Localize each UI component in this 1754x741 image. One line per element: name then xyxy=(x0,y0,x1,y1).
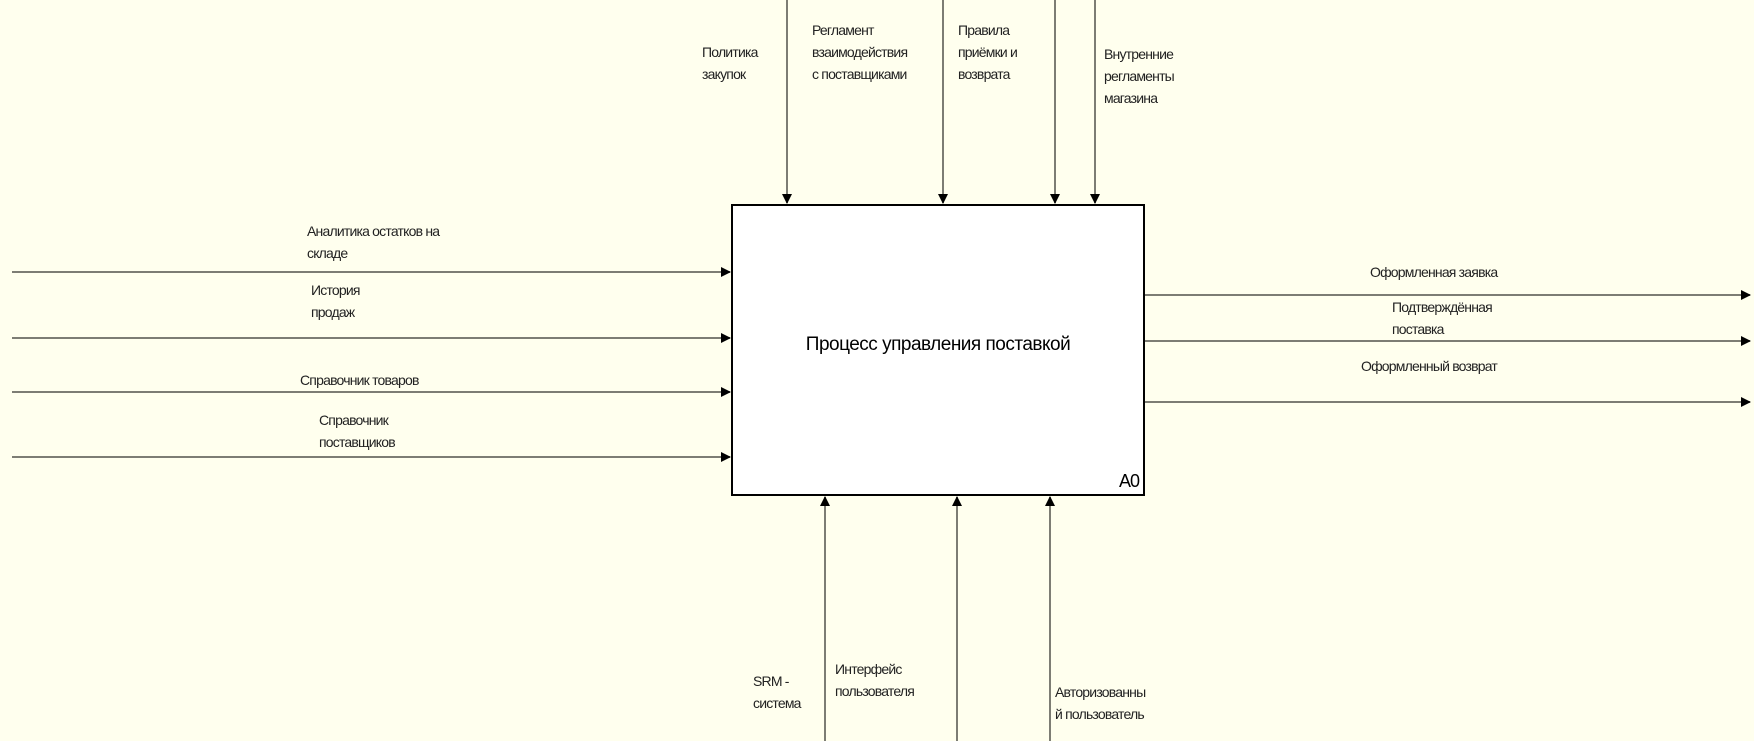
control-label-4: Внутренние регламенты магазина xyxy=(1104,46,1175,106)
output-label-3: Оформленный возврат xyxy=(1361,358,1498,374)
mechanism-label-1: SRM - система xyxy=(753,673,801,711)
mechanism-label-3: Авторизованны й пользователь xyxy=(1055,684,1146,722)
output-label-1: Оформленная заявка xyxy=(1370,264,1498,280)
control-label-2: Регламент взаимодействия с поставщиками xyxy=(812,22,908,82)
activity-node-number: A0 xyxy=(1118,471,1140,491)
control-label-3: Правила приёмки и возврата xyxy=(958,22,1018,82)
input-label-1: Аналитика остатков на складе xyxy=(307,223,440,261)
mechanism-label-2: Интерфейс пользователя xyxy=(835,661,915,699)
input-label-4: Справочник поставщиков xyxy=(319,412,396,450)
input-label-2: История продаж xyxy=(311,282,360,320)
activity-box-a0[interactable]: Процесс управления поставкой A0 xyxy=(731,204,1145,496)
input-label-3: Справочник товаров xyxy=(300,372,419,388)
control-label-1: Политика закупок xyxy=(702,44,758,82)
activity-title: Процесс управления поставкой xyxy=(805,334,1071,355)
output-label-2: Подтверждённая поставка xyxy=(1392,299,1493,337)
